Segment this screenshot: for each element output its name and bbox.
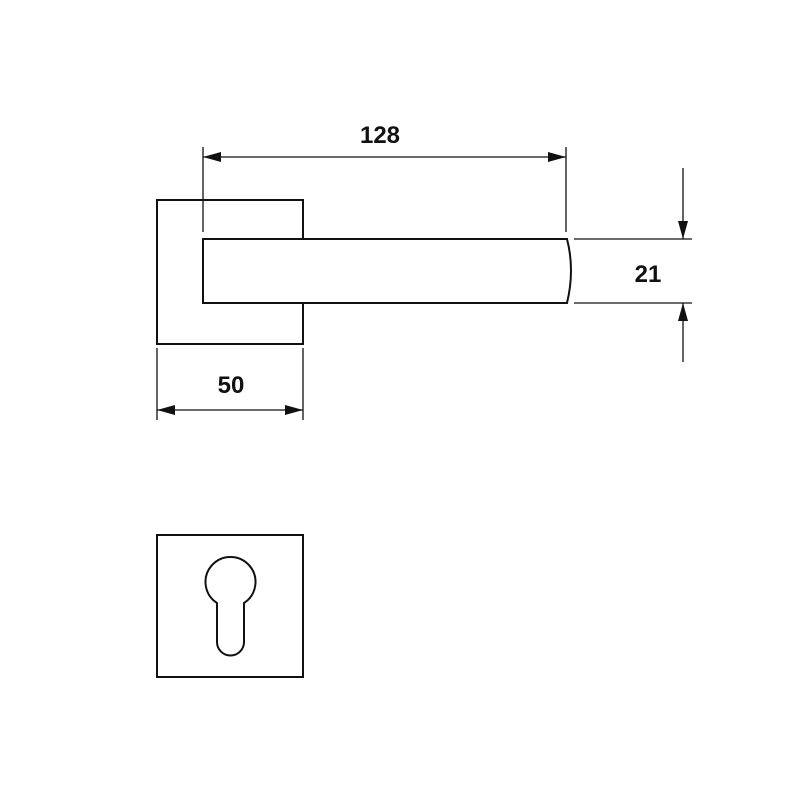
escutcheon-plate (156, 534, 304, 678)
keyhole-profile-cylinder (204, 556, 257, 657)
dimension-label-50: 50 (218, 372, 245, 399)
dimension-label-128: 128 (360, 122, 400, 149)
lever-handle-view (156, 199, 572, 345)
dimension-lever-height: 21 (574, 168, 692, 362)
lever-arm (202, 238, 572, 304)
dimension-label-21: 21 (635, 261, 662, 288)
escutcheon-view (156, 534, 304, 678)
dimension-lever-length: 128 (202, 122, 567, 232)
dimension-rose-width: 50 (156, 348, 304, 420)
